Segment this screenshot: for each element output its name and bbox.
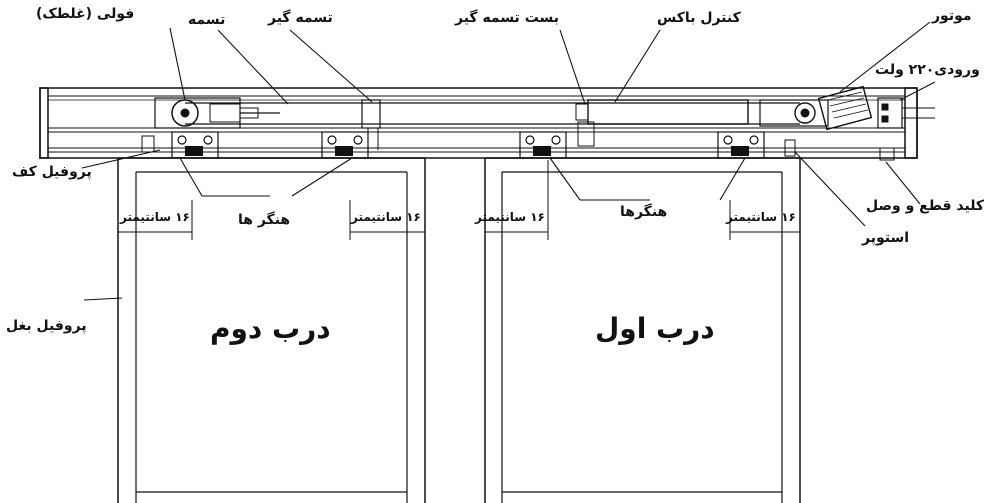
label-power-input: ورودی۲۲۰ ولت <box>875 62 980 78</box>
label-motor: موتور <box>932 8 972 24</box>
hanger-2 <box>321 131 369 159</box>
label-side-profile: پروفیل بغل <box>6 318 87 334</box>
label-door-first: درب اول <box>595 312 715 345</box>
hanger-1 <box>171 131 219 159</box>
dimension-lines <box>118 160 800 240</box>
label-dim-2: ۱۶ سانتیمتر <box>351 210 421 224</box>
door-first-frame <box>484 157 801 503</box>
hanger-3 <box>519 131 567 159</box>
label-belt-clamp: بست تسمه گیر <box>455 10 560 26</box>
label-dim-4: ۱۶ سانتیمتر <box>726 210 796 224</box>
floor-profile-blocks <box>141 135 895 161</box>
label-belt: تسمه <box>188 12 226 28</box>
pulley-icon <box>154 97 280 129</box>
label-floor-profile: پروفیل کف <box>12 164 92 180</box>
label-pulley: فولی (غلطک) <box>36 6 135 22</box>
belt-holder <box>361 99 381 150</box>
label-hangers-left: هنگر ها <box>238 212 291 228</box>
label-switch: کلید قطع و وصل <box>866 198 985 214</box>
label-door-second: درب دوم <box>210 312 331 345</box>
label-control-box: کنترل باکس <box>657 10 741 26</box>
label-stopper: استوپر <box>862 230 910 246</box>
label-dim-1: ۱۶ سانتیمتر <box>120 210 190 224</box>
control-box <box>575 99 749 147</box>
motor-icon <box>759 85 935 131</box>
label-belt-holder: تسمه گیر <box>268 10 333 26</box>
door-second-frame <box>117 157 426 503</box>
leader-lines <box>81 21 936 301</box>
label-hangers-right: هنگرها <box>620 204 668 220</box>
hanger-4 <box>717 131 765 159</box>
label-dim-3: ۱۶ سانتیمتر <box>475 210 545 224</box>
